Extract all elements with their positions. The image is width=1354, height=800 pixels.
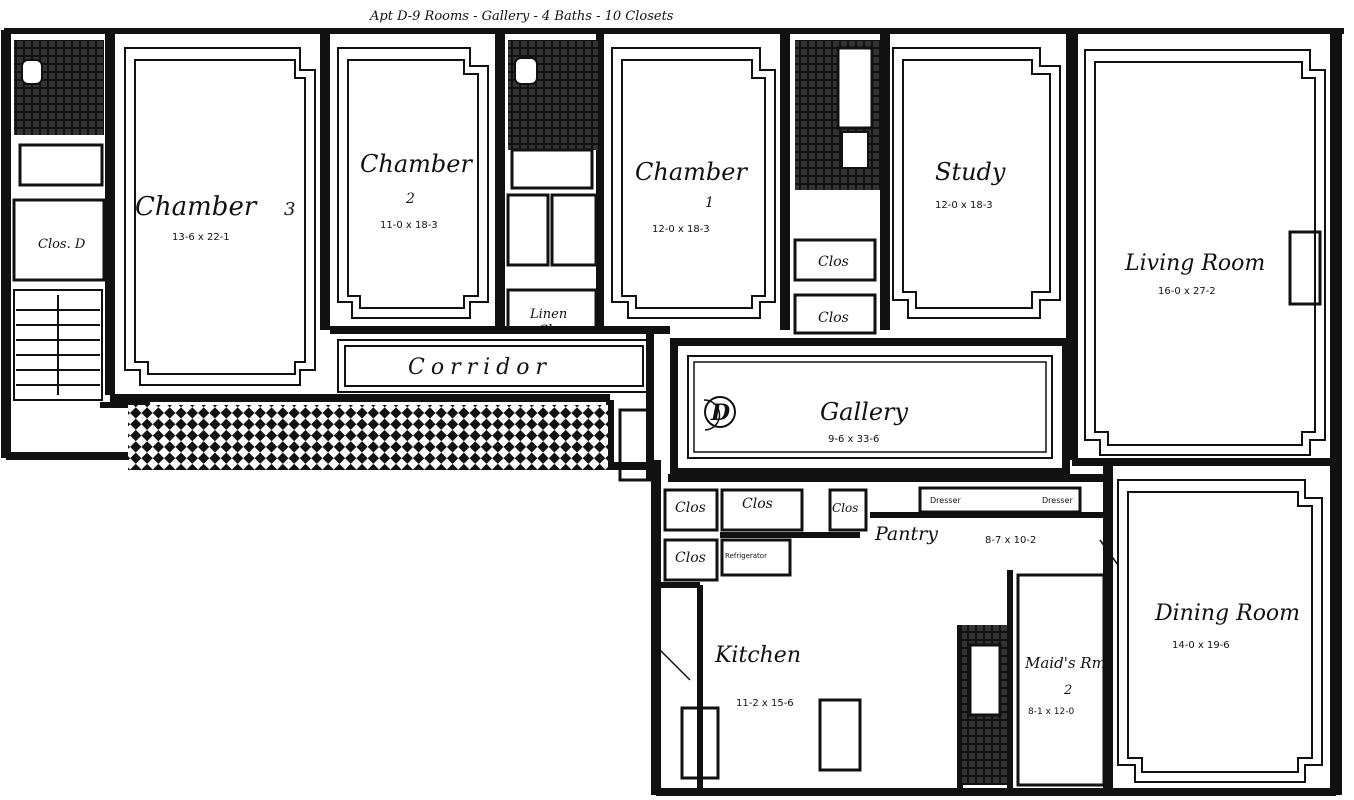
corridor-label: Corridor [408,355,552,380]
chamber-1-label: Chamber [635,158,748,186]
chamber-2-dim: 11-0 x 18-3 [380,220,438,231]
linen-closet-label: Clos [538,323,567,338]
dining-room-label: Dining Room [1154,601,1300,626]
maids-room-label: Maid's Rm [1024,654,1106,672]
stairs [13,289,103,401]
closet-label-6: Clos [832,501,858,515]
chamber-3-number: 3 [284,199,295,220]
dresser-label-2: Dresser [1042,496,1073,505]
dresser-label: Dresser [930,496,961,505]
living-room-dim: 16-0 x 27-2 [1158,286,1216,297]
study-label: Study [935,158,1006,186]
kitchen-label: Kitchen [714,643,801,668]
closet-label-3: Clos [675,500,706,516]
closet-d-label: Clos. D [38,237,86,252]
study-dim: 12-0 x 18-3 [935,200,993,211]
closet-label-1: Clos [818,254,849,270]
room-panels [124,47,1326,783]
maids-room-dim: 8-1 x 12-0 [1028,707,1074,717]
chamber-2-number: 2 [405,191,415,207]
closet-boxes [12,193,1322,787]
chamber-3-dim: 13-6 x 22-1 [172,232,230,243]
linen-label: Linen [529,307,567,322]
refrigerator-label: Refrigerator [725,552,767,560]
plan-header: Apt D-9 Rooms - Gallery - 4 Baths - 10 C… [369,9,674,24]
closet-label-2: Clos [818,310,849,326]
kitchen-dim: 11-2 x 15-6 [736,698,794,709]
interior-walls [105,34,1336,792]
apartment-letter: D [710,400,730,426]
chamber-2-label: Chamber [360,150,473,178]
chamber-3-label: Chamber [135,192,258,222]
apartment-letter-circle [704,396,736,428]
chamber-1-dim: 12-0 x 18-3 [652,224,710,235]
gallery-label: Gallery [820,398,909,426]
bathrooms [14,40,1008,785]
living-room-label: Living Room [1124,251,1265,276]
gallery-dim: 9-6 x 33-6 [828,434,879,445]
closet-label-5: Clos [675,550,706,566]
outer-walls [1,28,1344,796]
closet-label-4: Clos [742,496,773,512]
pantry-dim: 8-7 x 10-2 [985,535,1036,546]
gallery-frame [670,338,1070,476]
chamber-1-number: 1 [705,195,714,211]
dining-room-dim: 14-0 x 19-6 [1172,640,1230,651]
vestibule-floor [128,405,608,470]
maids-room-number: 2 [1063,683,1072,698]
pantry-label: Pantry [874,523,938,545]
